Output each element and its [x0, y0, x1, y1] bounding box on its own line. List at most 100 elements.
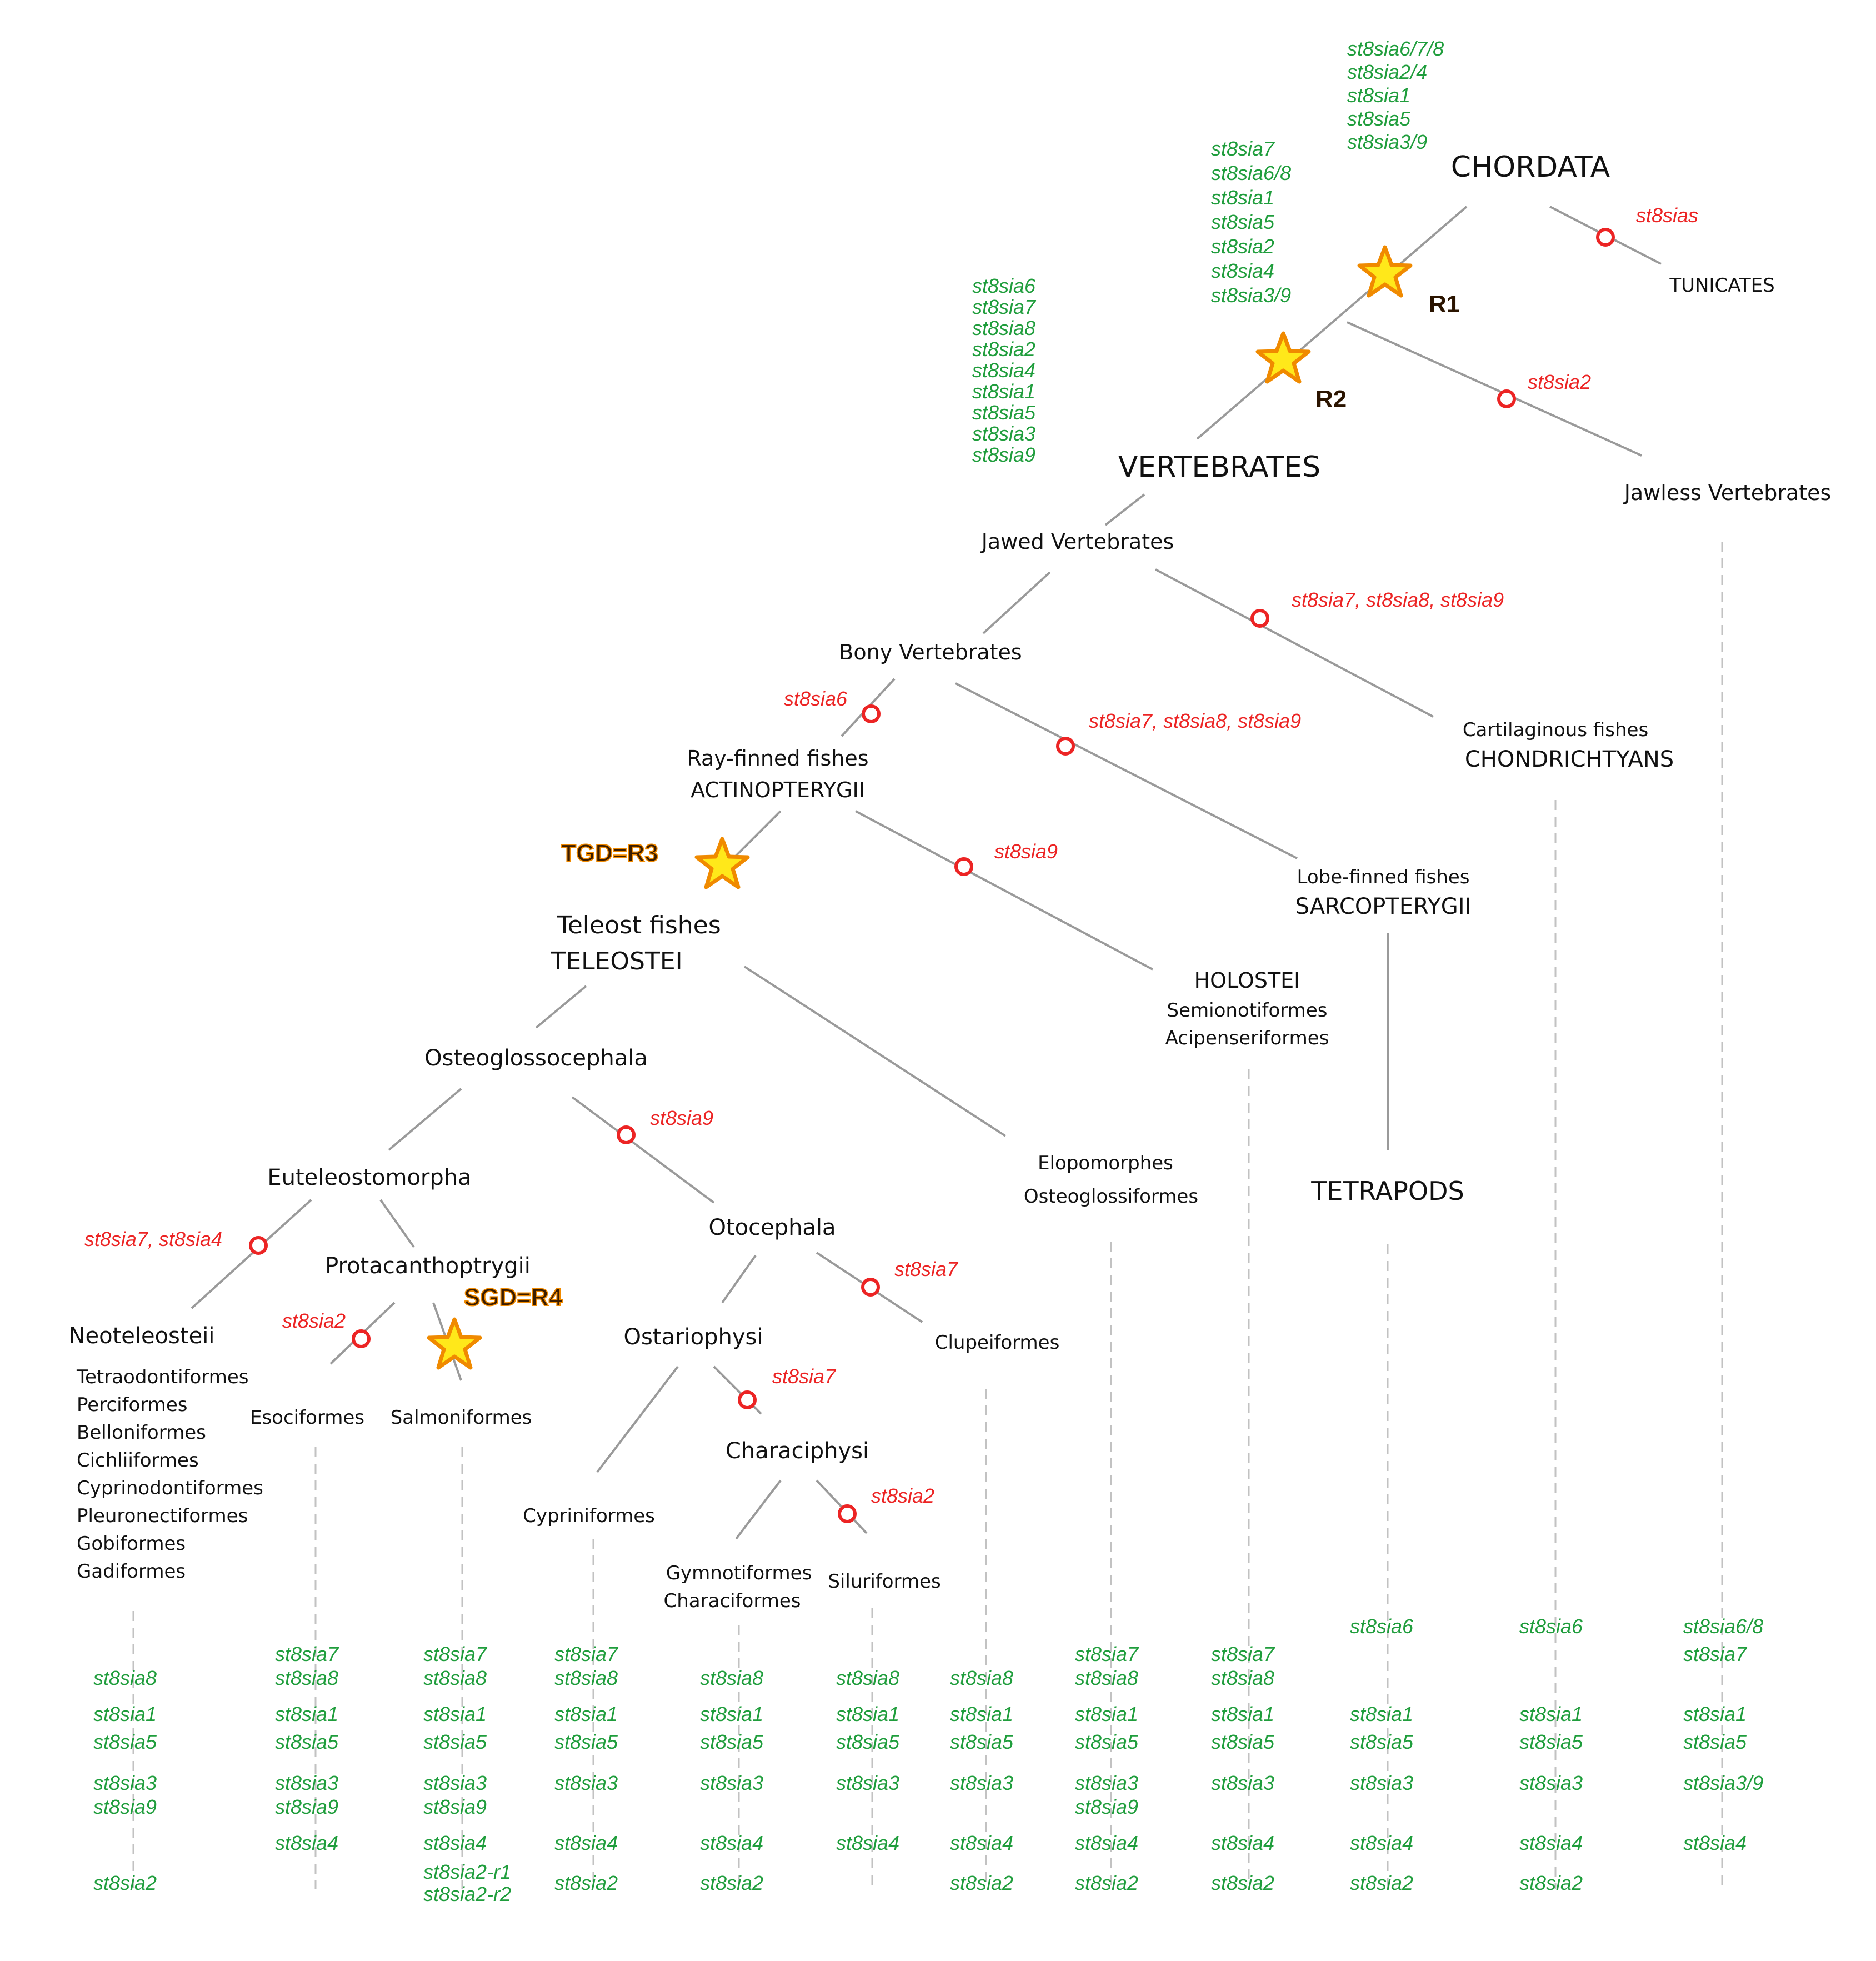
gene-label: st8sia2 [950, 1872, 1013, 1894]
gene-label: st8sia6 [1519, 1615, 1583, 1638]
ancestral-gene: st8sia2 [972, 338, 1035, 361]
gene-label: st8sia9 [423, 1795, 487, 1818]
taxon-chordata: CHORDATA [1451, 151, 1610, 184]
taxon-teleost-fishes: Teleost fishes [556, 911, 721, 939]
loss-marker [954, 857, 973, 876]
gene-label: st8sia1 [1683, 1703, 1747, 1725]
taxon-holostei: HOLOSTEI [1194, 968, 1300, 993]
gene-label: st8sia7 [1075, 1643, 1139, 1665]
gene-label: st8sia5 [423, 1730, 487, 1753]
branch [982, 571, 1051, 634]
gene-label: st8sia9 [93, 1795, 157, 1818]
loss-label-otocephala: st8sia9 [650, 1107, 713, 1129]
duplication-star-icon [1255, 331, 1311, 384]
gene-label: st8sia3 [423, 1772, 487, 1794]
gene-label: st8sia3 [275, 1772, 338, 1794]
branch [1196, 206, 1468, 440]
gene-label: st8sia3/9 [1683, 1772, 1763, 1794]
gene-label: st8sia1 [1075, 1703, 1138, 1725]
ancestral-gene: st8sia3 [972, 422, 1035, 445]
gene-label: st8sia5 [700, 1730, 764, 1753]
gene-label: st8sia9 [275, 1795, 338, 1818]
gene-label: st8sia8 [275, 1667, 338, 1689]
gene-label: st8sia1 [93, 1703, 157, 1725]
gene-label: st8sia1 [1350, 1703, 1413, 1725]
gene-label: st8sia7 [275, 1643, 339, 1665]
gene-label: st8sia4 [423, 1832, 487, 1854]
taxon-characiphysi: Characiphysi [726, 1438, 869, 1464]
ancestral-gene: st8sia1 [1211, 186, 1274, 209]
loss-label-tunicates: st8sias [1636, 204, 1698, 227]
branch [855, 810, 1153, 971]
taxon-ostariophysi: Ostariophysi [624, 1324, 763, 1350]
gene-label: st8sia8 [1211, 1667, 1274, 1689]
gene-label: st8sia5 [1683, 1730, 1747, 1753]
loss-marker [1596, 228, 1615, 247]
branch [571, 1096, 715, 1204]
taxon-characiformes: Characiformes [664, 1590, 801, 1612]
gene-label: st8sia2 [93, 1872, 157, 1894]
gene-label: st8sia8 [836, 1667, 899, 1689]
loss-label-characiphysi: st8sia7 [772, 1365, 837, 1388]
ancestral-gene: st8sia1 [1347, 84, 1410, 107]
duplication-label-r1: R1 [1429, 291, 1460, 318]
loss-marker [861, 1278, 880, 1297]
taxon-osteoglossiformes: Osteoglossiformes [1024, 1185, 1198, 1208]
branch [1104, 493, 1145, 526]
loss-marker [617, 1125, 636, 1144]
gene-label: st8sia4 [950, 1832, 1013, 1854]
gene-label: st8sia2 [1519, 1872, 1583, 1894]
duplication-star-icon [1357, 245, 1413, 298]
loss-marker [838, 1504, 857, 1523]
gene-label: st8sia5 [554, 1730, 618, 1753]
loss-label-jawless: st8sia2 [1528, 371, 1591, 393]
gene-label: st8sia5 [1075, 1730, 1139, 1753]
ancestral-gene: st8sia1 [972, 380, 1035, 403]
ancestral-gene: st8sia6/8 [1211, 162, 1291, 184]
branch [596, 1365, 679, 1473]
gene-label: st8sia5 [275, 1730, 339, 1753]
loss-label-holostei: st8sia9 [994, 840, 1058, 863]
gene-label: st8sia7 [554, 1643, 619, 1665]
loss-marker [352, 1329, 371, 1348]
gene-label: st8sia8 [554, 1667, 618, 1689]
gene-label: st8sia8 [423, 1667, 487, 1689]
gene-label: st8sia4 [1683, 1832, 1747, 1854]
gene-label: st8sia1 [275, 1703, 338, 1725]
taxon-actinopterygii: ACTINOPTERYGII [691, 778, 865, 802]
gene-label: st8sia3 [554, 1772, 618, 1794]
gene-label: st8sia7 [423, 1643, 488, 1665]
gene-label: st8sia5 [93, 1730, 157, 1753]
loss-label-lobe-finned: st8sia7, st8sia8, st8sia9 [1089, 709, 1301, 732]
ancestral-gene: st8sia5 [972, 401, 1036, 424]
duplication-label-r4: SGD=R4 [464, 1284, 563, 1311]
gene-label: st8sia1 [950, 1703, 1013, 1725]
gene-label: st8sia1 [836, 1703, 899, 1725]
ancestral-gene: st8sia8 [972, 317, 1035, 339]
taxon-bony-vertebrates: Bony Vertebrates [839, 640, 1022, 664]
gene-label: st8sia2-r1 [423, 1860, 511, 1883]
gene-label: st8sia3 [1075, 1772, 1138, 1794]
gene-label: st8sia2-r2 [423, 1883, 511, 1905]
taxon-protacanthoptrygii: Protacanthoptrygii [325, 1253, 531, 1279]
duplication-star-icon [694, 837, 750, 889]
branch [1347, 321, 1642, 457]
gene-label: st8sia8 [1075, 1667, 1138, 1689]
ancestral-gene: st8sia2/4 [1347, 61, 1427, 83]
taxon-cartilaginous-fishes: Cartilaginous fishes [1463, 719, 1648, 741]
gene-label: st8sia6/8 [1683, 1615, 1763, 1638]
taxon-elopomorphes: Elopomorphes [1038, 1152, 1173, 1174]
taxon-order: Gadiformes [77, 1560, 186, 1583]
gene-label: st8sia3 [1211, 1772, 1274, 1794]
gene-label: st8sia2 [1075, 1872, 1138, 1894]
gene-label: st8sia4 [1075, 1832, 1138, 1854]
taxon-order: Belloniformes [77, 1422, 206, 1444]
ancestral-gene: st8sia3/9 [1211, 284, 1291, 307]
ancestral-gene: st8sia5 [1347, 107, 1411, 130]
taxon-order: Tetraodontiformes [76, 1366, 248, 1388]
loss-label-clupeiformes: st8sia7 [894, 1258, 959, 1280]
ancestral-gene: st8sia7 [972, 296, 1037, 318]
gene-label: st8sia7 [1683, 1643, 1748, 1665]
gene-label: st8sia5 [1519, 1730, 1583, 1753]
